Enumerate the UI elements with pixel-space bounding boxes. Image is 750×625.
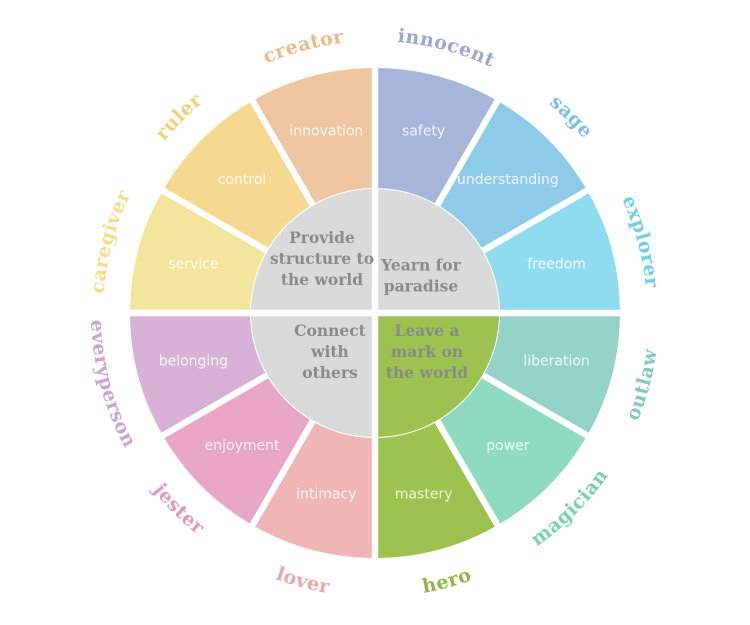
segment-everyperson — [130, 316, 266, 433]
segment-value-intimacy: intimacy — [296, 487, 356, 503]
segment-hero — [378, 422, 495, 558]
segment-value-service: service — [168, 256, 218, 272]
segment-value-innovation: innovation — [289, 123, 363, 139]
segment-ring — [130, 68, 620, 558]
segment-caregiver — [130, 193, 266, 310]
segment-value-understanding: understanding — [457, 172, 559, 188]
segment-value-mastery: mastery — [395, 487, 453, 503]
quadrant-structure — [251, 189, 372, 310]
segment-sage — [440, 102, 586, 248]
segment-value-control: control — [218, 172, 267, 188]
archetype-label-explorer: explorer — [617, 192, 662, 289]
archetype-labels: innocentsageexploreroutlawmagicianherolo… — [86, 25, 662, 598]
segment-creator — [255, 68, 372, 204]
archetype-label-innocent: innocent — [397, 25, 499, 72]
segment-innocent — [378, 68, 495, 204]
segment-value-belonging: belonging — [159, 354, 228, 370]
segment-value-enjoyment: enjoyment — [205, 438, 280, 454]
quadrant-connect — [251, 316, 372, 437]
segment-explorer — [484, 193, 620, 310]
segment-value-safety: safety — [402, 123, 445, 139]
archetype-label-caregiver: caregiver — [87, 186, 136, 294]
segment-magician — [440, 378, 586, 524]
archetype-label-hero: hero — [420, 564, 474, 598]
segment-value-liberation: liberation — [523, 354, 589, 370]
archetype-label-ruler: ruler — [151, 89, 207, 145]
segment-ruler — [164, 102, 310, 248]
segment-outlaw — [484, 316, 620, 433]
segment-labels: safety understanding freedom liberation powe… — [159, 123, 590, 502]
quadrant-paradise — [378, 189, 499, 310]
archetype-label-creator: creator — [260, 26, 346, 68]
archetype-label-jester: jester — [148, 478, 209, 539]
segment-value-freedom: freedom — [527, 256, 586, 272]
segment-lover — [255, 422, 372, 558]
archetype-label-lover: lover — [273, 563, 332, 598]
archetype-label-sage: sage — [545, 91, 597, 143]
segment-value-power: power — [486, 438, 530, 454]
quadrant-mark — [378, 316, 499, 437]
archetype-label-outlaw: outlaw — [622, 347, 662, 423]
segment-jester — [164, 378, 310, 524]
